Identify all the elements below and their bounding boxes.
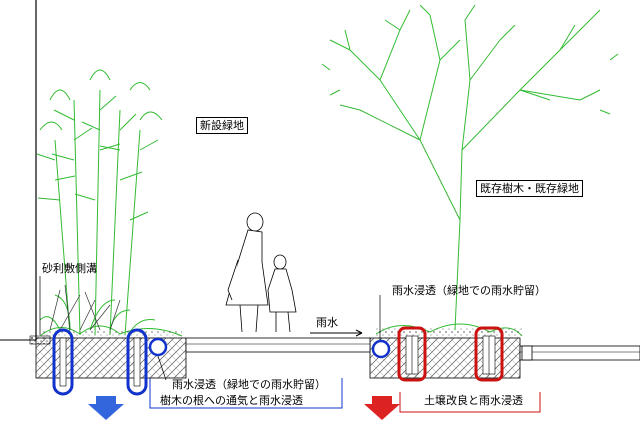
label-new-green: 新設緑地 [196, 117, 248, 134]
left-caption-bracket [149, 378, 343, 409]
surface-vegetation [39, 323, 523, 338]
label-rain: 雨水 [316, 316, 338, 329]
label-rain-infiltration: 雨水浸透（緑地での雨水貯留） [392, 284, 546, 297]
label-existing-tree: 既存樹木・既存緑地 [476, 180, 583, 197]
red-down-arrow [364, 396, 400, 420]
people-figures [225, 212, 297, 333]
shrub [49, 284, 121, 331]
existing-tree [321, 4, 619, 331]
ground-section [0, 335, 640, 379]
red-soil-markers [397, 326, 533, 382]
new-green-trees [36, 69, 163, 336]
rain-flow-arrow [310, 329, 363, 337]
caption-right-line1: 土壌改良と雨水浸透 [424, 394, 523, 407]
blue-infiltration-markers [52, 328, 391, 396]
caption-left-line1: 雨水浸透（緑地での雨水貯留） [172, 378, 326, 391]
caption-left-line2: 樹木の根への通気と雨水浸透 [160, 394, 303, 407]
right-caption-bracket [399, 392, 541, 413]
blue-down-arrow [88, 396, 124, 420]
label-gravel-ditch: 砂利敷側溝 [42, 262, 97, 275]
leader-lines [39, 276, 381, 381]
